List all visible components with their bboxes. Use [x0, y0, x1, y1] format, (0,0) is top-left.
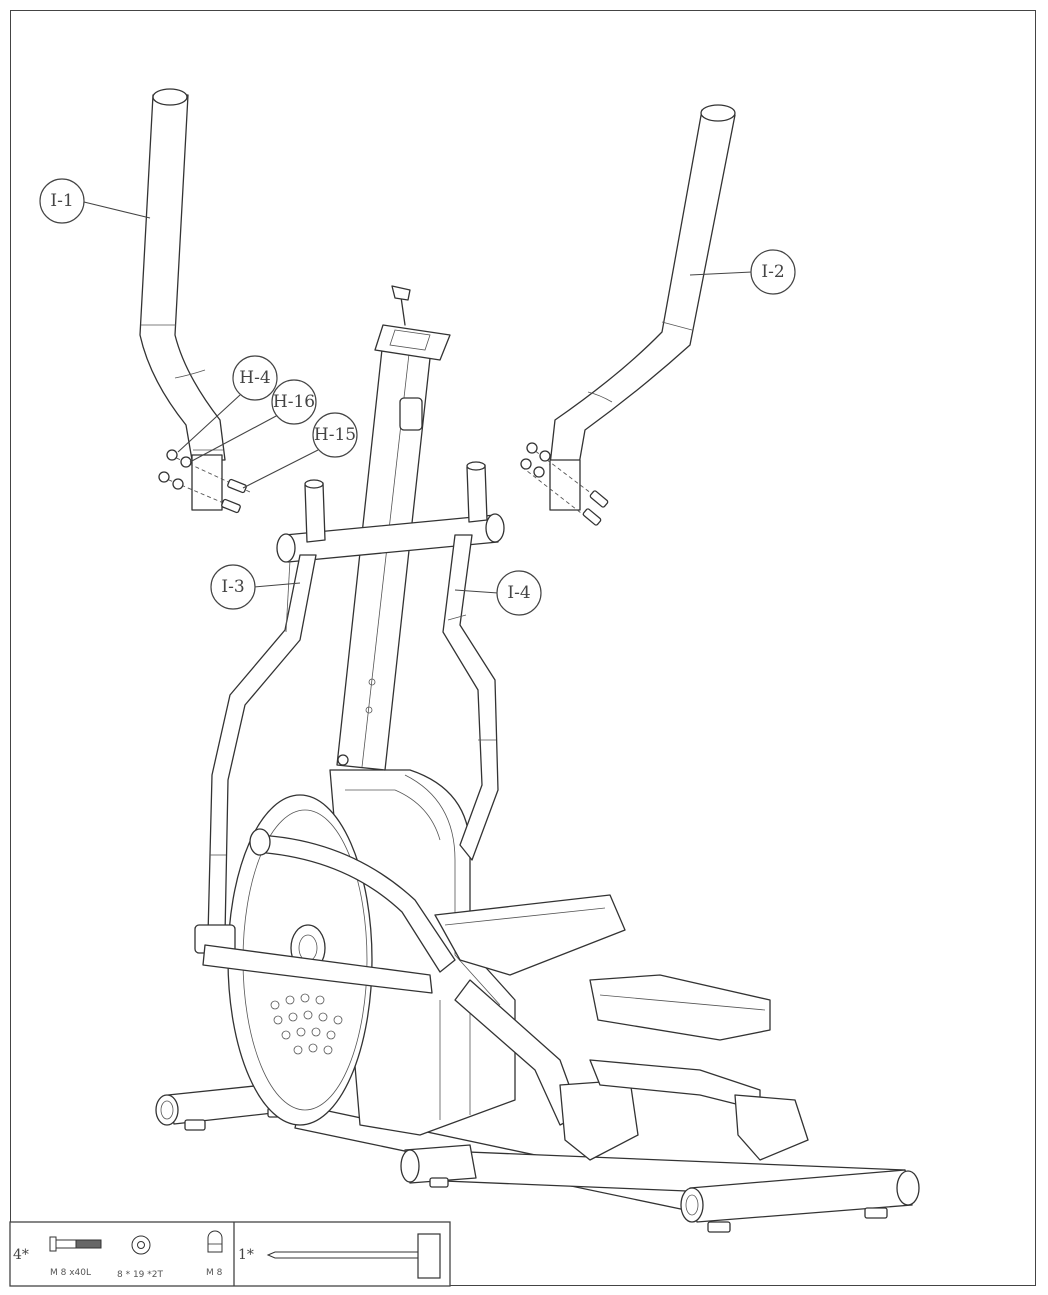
nut-label: M 8 — [206, 1268, 223, 1278]
callout-h4: H-4 — [232, 355, 278, 401]
bolt-icon — [49, 1236, 102, 1252]
svg-text:I-2: I-2 — [761, 262, 784, 282]
wrench-tool-icon — [266, 1233, 441, 1279]
callout-i1: I-1 — [39, 178, 85, 224]
main-mast — [276, 285, 505, 771]
callout-h15: H-15 — [312, 412, 358, 458]
svg-text:I-1: I-1 — [50, 191, 73, 211]
hardware-quantity-left: 4* — [13, 1247, 29, 1263]
callout-i4: I-4 — [496, 570, 542, 616]
hardware-box: 4* M 8 x40L 8 * 19 *2T M 8 1* — [9, 1221, 451, 1287]
svg-text:H-15: H-15 — [314, 425, 356, 445]
washer-icon — [131, 1235, 151, 1255]
callout-i3: I-3 — [210, 564, 256, 610]
hardware-quantity-right: 1* — [238, 1247, 254, 1263]
svg-text:H-4: H-4 — [239, 368, 270, 388]
lower-arms — [194, 534, 499, 994]
callout-h16: H-16 — [271, 379, 317, 425]
upper-arm-left — [139, 88, 251, 514]
pedals — [434, 894, 809, 1161]
drawing-sheet — [10, 10, 1036, 1286]
nut-icon — [207, 1230, 223, 1253]
bolt-label: M 8 x40L — [50, 1268, 91, 1278]
svg-text:H-16: H-16 — [273, 392, 315, 412]
svg-text:I-4: I-4 — [507, 583, 530, 603]
callout-i2: I-2 — [750, 249, 796, 295]
svg-text:I-3: I-3 — [221, 577, 244, 597]
washer-label: 8 * 19 *2T — [117, 1270, 163, 1280]
upper-arm-right — [520, 104, 736, 526]
base-frame — [155, 1079, 920, 1233]
callouts: I-1 I-2 I-3 I-4 H-4 H-16 H-15 — [39, 178, 796, 616]
